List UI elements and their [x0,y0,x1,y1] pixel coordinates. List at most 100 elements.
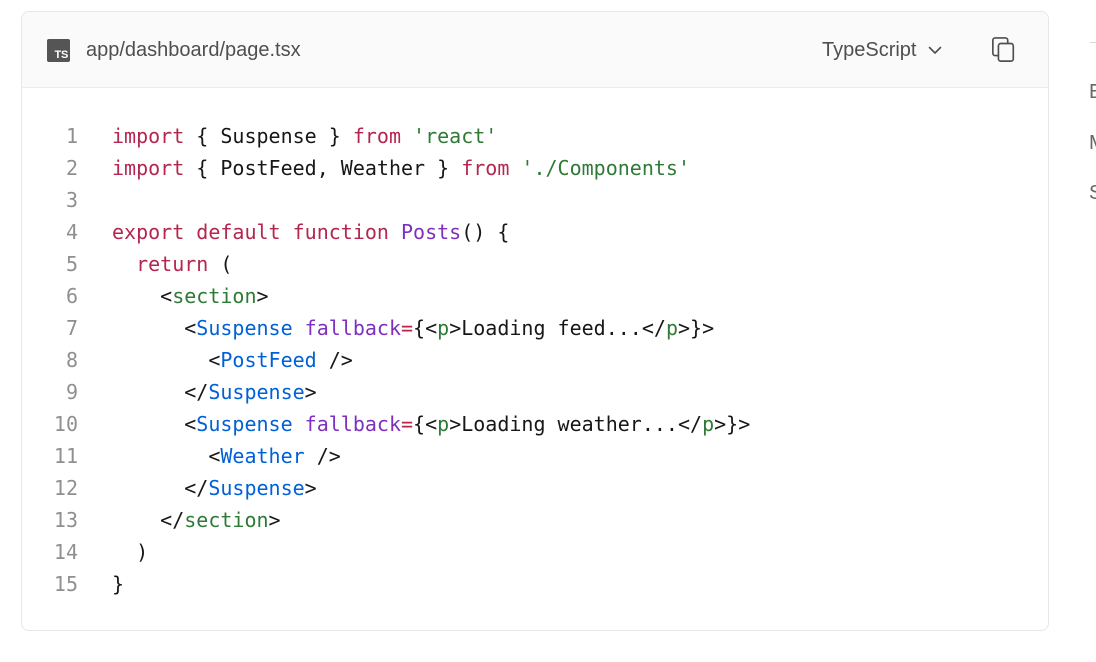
code-token: p [702,412,715,436]
code-token [112,252,136,276]
code-token [389,220,401,244]
code-token: p [437,412,450,436]
code-token: < [112,284,173,308]
code-line: 10 <Suspense fallback={<p>Loading weathe… [22,408,1048,440]
language-select-label: TypeScript [822,39,917,61]
code-token: { Suspense } [184,124,353,148]
code-token: > [268,508,281,532]
code-token: section [172,284,257,308]
code-token: Weather [220,444,305,468]
code-token: section [184,508,269,532]
code-token: () { [461,220,510,244]
line-number: 13 [53,508,78,532]
code-token: import [112,156,185,180]
code-token: = [401,316,414,340]
code-token: function [292,220,389,244]
code-token: </ [112,476,209,500]
code-token: Suspense [196,412,293,436]
code-line: 7 <Suspense fallback={<p>Loading feed...… [22,312,1048,344]
code-text: <section> [112,280,268,312]
code-token [184,220,196,244]
code-token [401,124,413,148]
line-number: 15 [53,572,78,596]
code-token: ) [112,540,149,564]
line-number: 4 [65,220,78,244]
copy-icon [992,37,1015,62]
line-number: 2 [65,156,78,180]
code-token: Suspense [208,380,305,404]
code-line: 3 [22,184,1048,216]
code-token: < [112,412,197,436]
copy-button[interactable] [986,32,1022,68]
code-block-header: TS app/dashboard/page.tsx TypeScript [22,12,1048,88]
code-line: 4 export default function Posts() { [22,216,1048,248]
language-select[interactable]: TypeScript [822,34,942,66]
code-token [509,156,521,180]
code-token: < [112,316,197,340]
code-token: from [352,124,401,148]
code-token: from [461,156,510,180]
code-line: 9 </Suspense> [22,376,1048,408]
sidebar-item-partial[interactable]: E [1089,81,1096,103]
code-line: 11 <Weather /> [22,440,1048,472]
line-number: 3 [65,188,78,212]
code-token: export [112,220,185,244]
code-token: {< [413,412,438,436]
code-text: </Suspense> [112,472,317,504]
code-token: < [112,444,221,468]
code-token: >Loading weather...</ [449,412,703,436]
code-token: default [196,220,281,244]
code-text: </section> [112,504,281,536]
code-token: > [304,380,317,404]
sidebar-item-partial[interactable]: S [1089,182,1096,204]
code-text: <Suspense fallback={<p>Loading weather..… [112,408,750,440]
code-token: </ [112,380,209,404]
code-token: >}> [677,316,715,340]
code-token: = [401,412,414,436]
code-token: </ [112,508,185,532]
code-text: <Weather /> [112,440,340,472]
code-line: 2 import { PostFeed, Weather } from './Co… [22,152,1048,184]
code-line: 8 <PostFeed /> [22,344,1048,376]
code-token: >}> [714,412,751,436]
code-text: import { PostFeed, Weather } from './Com… [112,152,690,184]
code-token: return [136,252,209,276]
code-token: > [304,476,317,500]
code-line: 5 return ( [22,248,1048,280]
code-line: 6 <section> [22,280,1048,312]
code-token: PostFeed [220,348,317,372]
code-line: 13 </section> [22,504,1048,536]
typescript-icon-text: TS [54,49,69,61]
code-token: /> [316,348,353,372]
code-token: fallback [304,412,401,436]
line-number: 9 [65,380,78,404]
line-number: 1 [65,124,78,148]
code-text: <Suspense fallback={<p>Loading feed...</… [112,312,714,344]
code-text: <PostFeed /> [112,344,353,376]
sidebar-divider [1090,42,1096,43]
file-name: app/dashboard/page.tsx [86,39,301,61]
code-token: {< [413,316,438,340]
chevron-down-icon [929,46,942,54]
code-token: 'react' [413,124,498,148]
code-line: 15} [22,568,1048,600]
code-token: < [112,348,221,372]
code-token [281,220,293,244]
code-line: 12 </Suspense> [22,472,1048,504]
typescript-file-icon: TS [47,39,70,62]
code-token: fallback [304,316,401,340]
line-number: 11 [53,444,78,468]
sidebar-item-partial[interactable]: M [1089,131,1096,155]
code-text: </Suspense> [112,376,317,408]
line-number: 5 [65,252,78,276]
code-text: } [112,568,124,600]
code-token: Suspense [196,316,293,340]
code-text: export default function Posts() { [112,216,509,248]
code-token: p [665,316,678,340]
code-text: return ( [112,248,232,280]
code-line: 14 ) [22,536,1048,568]
line-number: 10 [53,412,78,436]
